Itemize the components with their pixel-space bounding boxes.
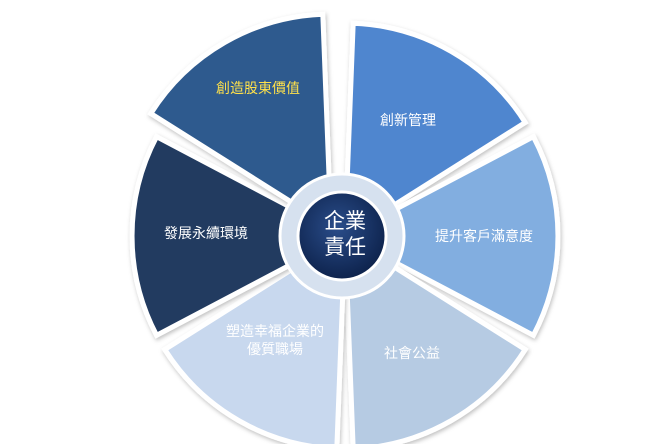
segment-sustainable-environment (129, 133, 351, 339)
segment-customer-satisfaction (339, 133, 561, 339)
segment-label-customer-satisfaction: 提升客戶滿意度 (435, 228, 533, 245)
segment-label-line: 塑造幸福企業的 (226, 323, 324, 340)
segment-label-sustainable-environment: 發展永續環境 (164, 226, 248, 242)
segment-label-line: 優質職場 (247, 342, 303, 358)
segment-label-innovation-management: 創新管理 (380, 113, 436, 129)
center-circle (296, 190, 388, 282)
segment-label-line: 發展永續環境 (164, 226, 248, 242)
segment-label-line: 創造股東價值 (216, 80, 300, 97)
segment-shareholder-value (147, 11, 334, 232)
segment-label-line: 創新管理 (380, 113, 436, 129)
segment-label-happy-workplace: 塑造幸福企業的優質職場 (226, 323, 324, 358)
segment-innovation-management (342, 20, 529, 241)
segment-label-social-welfare: 社會公益 (384, 346, 440, 362)
segment-label-line: 社會公益 (384, 346, 440, 362)
segment-label-line: 提升客戶滿意度 (435, 228, 533, 245)
segment-label-shareholder-value: 創造股東價值 (216, 80, 300, 97)
center-label-line2: 責任 (324, 235, 366, 259)
center-label-line1: 企業 (324, 209, 366, 233)
